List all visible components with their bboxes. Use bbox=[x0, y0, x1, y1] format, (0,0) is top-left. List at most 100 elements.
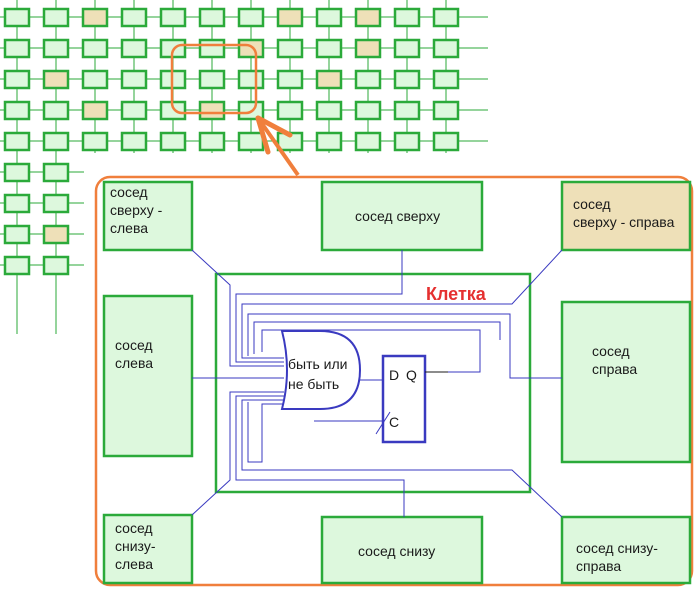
grid-cell bbox=[3, 100, 31, 121]
grid-cell bbox=[81, 7, 109, 28]
grid-cell bbox=[42, 255, 70, 276]
neighbor-label-line: сосед снизу bbox=[358, 543, 435, 559]
grid-cell bbox=[393, 7, 421, 28]
grid-cell bbox=[315, 38, 343, 59]
neighbor-top-right-box bbox=[560, 180, 692, 252]
grid-cell bbox=[237, 38, 265, 59]
grid-cell bbox=[276, 69, 304, 90]
grid-cell bbox=[120, 7, 148, 28]
grid-cell bbox=[159, 131, 187, 152]
grid-cell bbox=[393, 100, 421, 121]
grid-cell bbox=[120, 131, 148, 152]
grid-cell bbox=[432, 69, 460, 90]
neighbor-label-line: сосед bbox=[115, 520, 153, 536]
neighbor-right-label: сосед справа bbox=[592, 343, 637, 377]
grid-cell bbox=[315, 7, 343, 28]
grid-cell bbox=[432, 38, 460, 59]
neighbor-label-line: сосед bbox=[592, 343, 630, 359]
selection-frame bbox=[170, 43, 258, 115]
cell-title: Клетка bbox=[426, 284, 487, 304]
grid-cell bbox=[159, 7, 187, 28]
grid-cell bbox=[198, 131, 226, 152]
grid-cell bbox=[198, 69, 226, 90]
grid-cell bbox=[354, 131, 382, 152]
grid-cell bbox=[237, 7, 265, 28]
grid-cell bbox=[42, 193, 70, 214]
grid-cell bbox=[120, 100, 148, 121]
logic-label-line1: быть или bbox=[288, 356, 348, 372]
neighbor-top-left-label: сосед сверху - слева bbox=[110, 184, 163, 236]
clock-marker bbox=[375, 411, 391, 435]
grid-cell bbox=[120, 38, 148, 59]
flip-flop bbox=[381, 354, 427, 444]
neighbor-label-line: слева bbox=[110, 220, 148, 236]
grid-cell bbox=[81, 131, 109, 152]
flip-flop-q: Q bbox=[406, 367, 417, 383]
neighbor-bottom-label: сосед снизу bbox=[358, 543, 435, 559]
grid-cell bbox=[276, 7, 304, 28]
neighbor-top-right-label: сосед сверху - справа bbox=[573, 196, 675, 230]
grid-cell bbox=[3, 7, 31, 28]
grid-cell bbox=[3, 69, 31, 90]
grid-cell bbox=[3, 162, 31, 183]
neighbor-label-line: сосед bbox=[115, 337, 153, 353]
neighbor-left-box bbox=[102, 294, 194, 458]
grid-cell bbox=[354, 69, 382, 90]
grid-cell bbox=[3, 224, 31, 245]
grid-cell bbox=[354, 7, 382, 28]
neighbor-label-line: сверху - bbox=[110, 202, 163, 218]
grid-cell bbox=[42, 38, 70, 59]
neighbor-top-label: сосед сверху bbox=[355, 208, 440, 224]
neighbor-label-line: слева bbox=[115, 556, 153, 572]
grid-cell bbox=[3, 38, 31, 59]
grid-cell bbox=[42, 69, 70, 90]
neighbor-bottom-box bbox=[320, 515, 484, 585]
grid-cell bbox=[3, 193, 31, 214]
grid-cell bbox=[393, 131, 421, 152]
grid-cell bbox=[276, 100, 304, 121]
grid-cell bbox=[315, 69, 343, 90]
grid-cell bbox=[42, 131, 70, 152]
grid-cell bbox=[81, 69, 109, 90]
grid-cell bbox=[393, 38, 421, 59]
central-cell-box bbox=[214, 272, 532, 494]
neighbor-label-line: сосед bbox=[110, 184, 148, 200]
neighbor-top-left-box bbox=[102, 180, 194, 252]
neighbor-label-line: справа bbox=[576, 558, 621, 574]
grid-cell bbox=[120, 69, 148, 90]
grid-cell bbox=[198, 38, 226, 59]
neighbor-label-line: сосед сверху bbox=[355, 208, 440, 224]
grid-cell bbox=[198, 7, 226, 28]
grid-cell bbox=[432, 100, 460, 121]
neighbor-label-line: снизу- bbox=[115, 538, 156, 554]
logic-label-line2: не быть bbox=[288, 376, 339, 392]
grid-cell bbox=[198, 100, 226, 121]
neighbor-label-line: справа bbox=[592, 361, 637, 377]
neighbor-label-line: слева bbox=[115, 355, 153, 371]
neighbor-bottom-right-label: сосед снизу-справа bbox=[576, 540, 658, 574]
neighbor-label-line: сосед bbox=[573, 196, 611, 212]
flip-flop-d: D bbox=[389, 367, 399, 383]
wires bbox=[191, 249, 563, 518]
grid-cell bbox=[42, 162, 70, 183]
logic-gate bbox=[280, 330, 362, 410]
neighbor-label-line: сосед снизу- bbox=[576, 540, 658, 556]
neighbor-left-label: сосед слева bbox=[115, 337, 153, 371]
neighbor-label-line: сверху - справа bbox=[573, 214, 675, 230]
grid-cell bbox=[42, 7, 70, 28]
neighbor-bottom-left-box bbox=[102, 513, 194, 585]
grid-cell bbox=[42, 100, 70, 121]
grid-cell bbox=[42, 224, 70, 245]
grid-cell bbox=[432, 131, 460, 152]
zoom-arrow bbox=[255, 115, 300, 177]
grid-cell bbox=[237, 131, 265, 152]
grid-cell bbox=[81, 100, 109, 121]
neighbor-bottom-left-label: сосед снизу-слева bbox=[115, 520, 156, 572]
grid-cell bbox=[393, 69, 421, 90]
grid-cell bbox=[354, 38, 382, 59]
grid-cell bbox=[3, 255, 31, 276]
neighbor-bottom-right-box bbox=[560, 515, 692, 585]
flip-flop-c: C bbox=[389, 414, 399, 430]
grid-cell bbox=[81, 38, 109, 59]
